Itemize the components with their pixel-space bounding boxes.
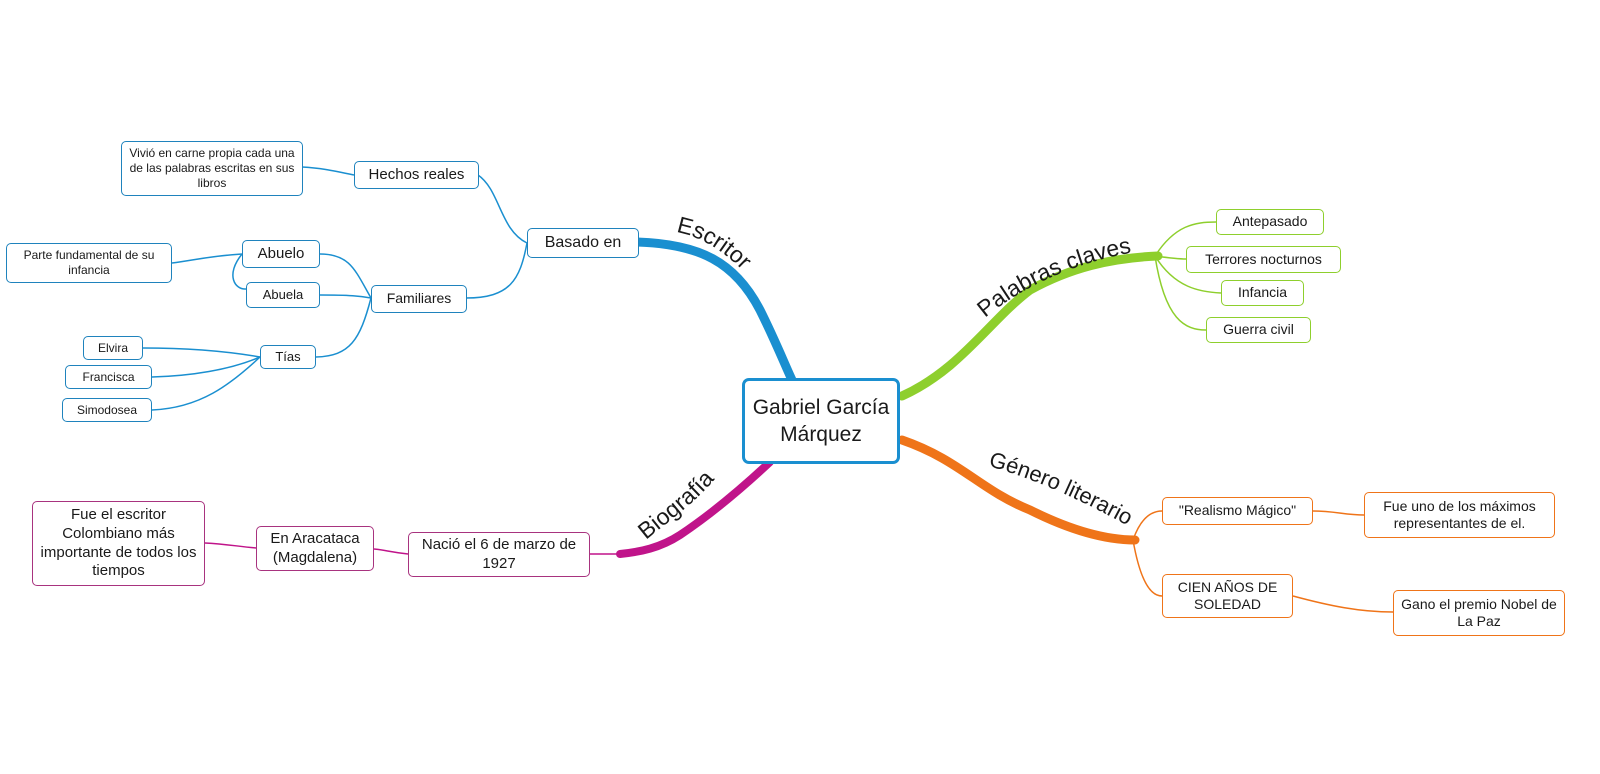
node-terrores-nocturnos[interactable]: Terrores nocturnos <box>1186 246 1341 273</box>
node-en-aracataca[interactable]: En Aracataca (Magdalena) <box>256 526 374 571</box>
branch-biografia-line <box>616 458 774 558</box>
palabras-connectors <box>1154 221 1222 331</box>
node-familiares[interactable]: Familiares <box>371 285 467 313</box>
central-topic[interactable]: Gabriel García Márquez <box>742 378 900 464</box>
branch-label-palabras-claves: Palabras claves <box>972 232 1133 322</box>
node-infancia[interactable]: Infancia <box>1221 280 1304 306</box>
node-elvira[interactable]: Elvira <box>83 336 143 360</box>
biografia-connectors <box>204 542 620 555</box>
node-realismo-magico[interactable]: "Realismo Mágico" <box>1162 497 1313 525</box>
node-tias[interactable]: Tías <box>260 345 316 369</box>
node-abuelo[interactable]: Abuelo <box>242 240 320 268</box>
branch-label-genero-literario: Género literario <box>987 447 1137 530</box>
branch-palabras-line <box>897 251 1163 401</box>
node-fue-uno-de-los-maximos[interactable]: Fue uno de los máximos representantes de… <box>1364 492 1555 538</box>
node-abuela[interactable]: Abuela <box>246 282 320 308</box>
node-vivio-en-carne-propia[interactable]: Vivió en carne propia cada una de las pa… <box>121 141 303 196</box>
node-parte-fundamental[interactable]: Parte fundamental de su infancia <box>6 243 172 283</box>
branch-genero-line <box>897 435 1140 545</box>
node-basado-en[interactable]: Basado en <box>527 228 639 258</box>
escritor-connectors <box>142 166 528 411</box>
node-cien-anos-de-soledad[interactable]: CIEN AÑOS DE SOLEDAD <box>1162 574 1293 618</box>
node-nacio-6-marzo-1927[interactable]: Nació el 6 de marzo de 1927 <box>408 532 590 577</box>
node-fue-el-escritor-colombiano[interactable]: Fue el escritor Colombiano más important… <box>32 501 205 586</box>
node-antepasado[interactable]: Antepasado <box>1216 209 1324 235</box>
node-francisca[interactable]: Francisca <box>65 365 152 389</box>
branch-label-biografia: Biografía <box>633 465 719 544</box>
node-premio-nobel[interactable]: Gano el premio Nobel de La Paz <box>1393 590 1565 636</box>
branch-escritor-line <box>632 237 797 385</box>
genero-connectors <box>1132 510 1394 613</box>
node-simodosea[interactable]: Simodosea <box>62 398 152 422</box>
node-guerra-civil[interactable]: Guerra civil <box>1206 317 1311 343</box>
node-hechos-reales[interactable]: Hechos reales <box>354 161 479 189</box>
